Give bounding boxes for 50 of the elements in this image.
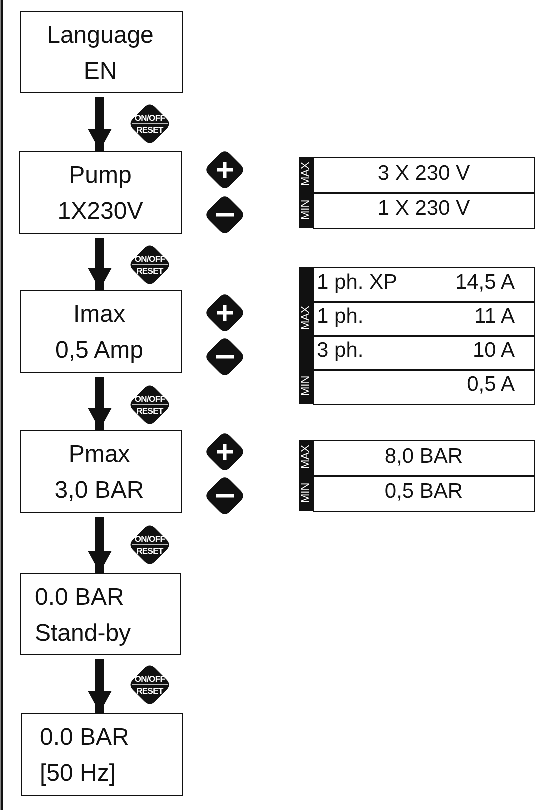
button-label: RESET <box>136 546 165 556</box>
value-text: 3 X 230 V <box>376 161 472 187</box>
value-text: 1 X 230 V <box>376 196 472 222</box>
display-value: Stand-by <box>34 620 132 648</box>
arrow <box>88 97 112 151</box>
display-box <box>20 11 183 93</box>
display-value: 3,0 BAR <box>54 477 144 505</box>
display-value: 1X230V <box>58 198 144 226</box>
arrow <box>88 377 112 430</box>
value-text: 8,0 BAR <box>384 444 464 470</box>
arrow <box>88 238 112 290</box>
button-label: ON/OFF <box>134 674 166 684</box>
display-line: 0.0 BAR <box>39 724 130 752</box>
max-label: MAX <box>299 162 313 188</box>
button-label: ON/OFF <box>134 394 166 404</box>
display-line: Language <box>47 22 154 50</box>
value-text: 11 A <box>474 304 515 330</box>
display-box <box>20 430 182 513</box>
button-label: RESET <box>136 686 165 696</box>
min-label: MIN <box>299 481 313 505</box>
value-text: 0,5 A <box>466 372 515 398</box>
max-label: MAX <box>299 444 313 472</box>
value-text: 10 A <box>472 338 515 364</box>
button-label: RESET <box>136 125 165 135</box>
display-line: Pmax <box>68 441 130 469</box>
min-label: MIN <box>299 198 313 222</box>
button-label: ON/OFF <box>134 254 166 264</box>
value-text: 0,5 BAR <box>384 479 464 505</box>
display-value: 0,5 Amp <box>55 337 144 365</box>
display-line: 0.0 BAR <box>34 584 124 612</box>
value-text: 14,5 A <box>454 270 515 296</box>
mode-text: 3 ph. <box>317 338 365 364</box>
display-box <box>21 713 183 796</box>
mode-text: 1 ph. XP <box>317 270 399 296</box>
display-box <box>19 151 182 234</box>
display-line: Imax <box>73 301 126 329</box>
button-label: RESET <box>136 266 165 276</box>
button-label: ON/OFF <box>134 534 166 544</box>
button-label: RESET <box>136 406 165 416</box>
display-value: EN <box>84 58 118 86</box>
min-label: MIN <box>299 374 313 398</box>
display-box <box>20 573 181 655</box>
arrow <box>88 659 112 713</box>
max-label: MAX <box>299 305 313 332</box>
display-line: Pump <box>69 162 132 190</box>
display-value: [50 Hz] <box>39 760 116 788</box>
mode-text: 1 ph. <box>317 304 365 330</box>
arrow <box>88 517 112 573</box>
display-box <box>20 290 182 373</box>
button-label: ON/OFF <box>134 113 166 123</box>
